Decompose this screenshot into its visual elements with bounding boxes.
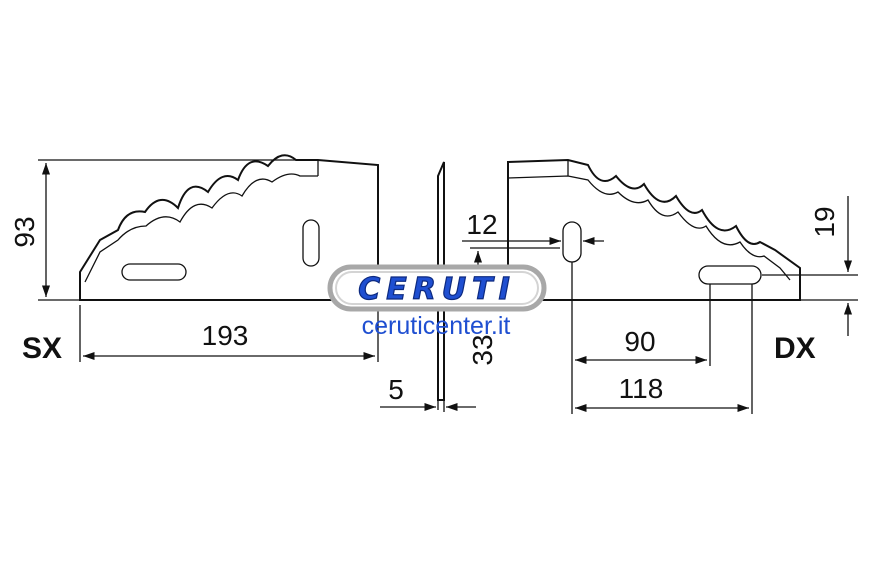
dim-label-12: 12 [466, 209, 497, 240]
blade-right-outline [507, 158, 801, 301]
dim-label-33: 33 [467, 334, 498, 365]
dim-label-5: 5 [388, 374, 404, 405]
logo-badge [327, 264, 547, 312]
right-slot-vertical [562, 221, 582, 263]
right-slot-horizontal [698, 265, 762, 285]
ceruti-logo: CERUTI [327, 264, 547, 312]
dim-label-19: 19 [809, 206, 840, 237]
dim-height-left: 93 [9, 159, 318, 301]
dim-slot-width: 12 [462, 209, 604, 246]
dim-hole-offset: 118 [575, 284, 753, 414]
dim-label-193: 193 [202, 320, 249, 351]
label-sx: SX [22, 332, 62, 365]
dim-length-left: 193 [79, 305, 379, 362]
dim-label-93: 93 [9, 216, 40, 247]
dim-slot-offset: 19 [762, 196, 858, 336]
logo-website: ceruticenter.it [362, 312, 511, 340]
blade-right-dx [507, 158, 801, 301]
dim-hole-height: 33 [458, 247, 560, 366]
left-slot-vertical [302, 219, 320, 267]
left-slot-horizontal [121, 263, 187, 281]
dim-hole-spacing: 90 [571, 262, 711, 414]
label-dx: DX [774, 332, 816, 365]
dim-label-90: 90 [624, 326, 655, 357]
dim-label-118: 118 [619, 373, 664, 404]
logo-brand-text: CERUTI [358, 272, 516, 307]
dim-thickness: 5 [380, 374, 476, 412]
